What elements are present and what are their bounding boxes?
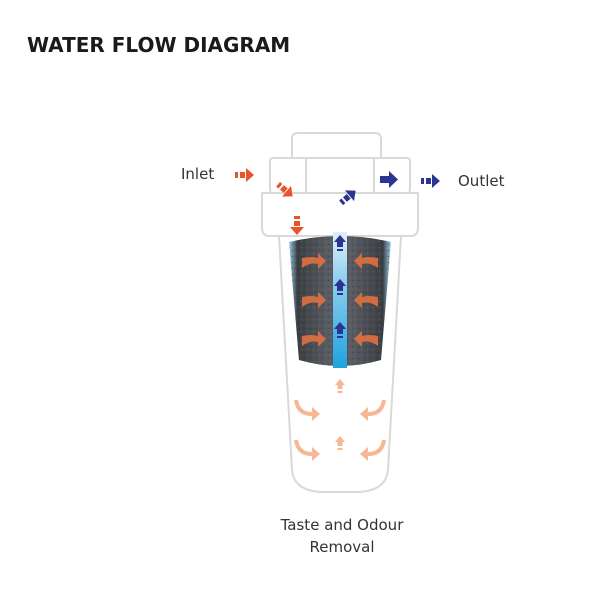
inlet-down-arrow-icon [290, 216, 304, 235]
filter-core [333, 232, 347, 368]
inlet-diagonal-arrow-icon [276, 181, 293, 197]
outlet-head-arrow-icon [380, 171, 398, 188]
caption-line-2: Removal [309, 538, 375, 556]
filter-cartridge [289, 232, 391, 368]
outlet-label: Outlet [458, 172, 505, 190]
caption-line-1: Taste and Odour [280, 516, 404, 534]
outlet-diagonal-arrow-icon [339, 190, 356, 206]
cartridge-inflow-arrows [302, 253, 378, 347]
bowl-flow-arrows [294, 379, 386, 461]
filter-housing [261, 132, 419, 493]
inlet-arrow-icon [235, 168, 254, 182]
diagram-title: WATER FLOW DIAGRAM [27, 33, 291, 57]
inlet-label: Inlet [181, 165, 215, 183]
caption: Taste and Odour Removal [242, 514, 442, 558]
outlet-arrow-icon [421, 174, 440, 188]
core-up-arrows [334, 235, 346, 338]
